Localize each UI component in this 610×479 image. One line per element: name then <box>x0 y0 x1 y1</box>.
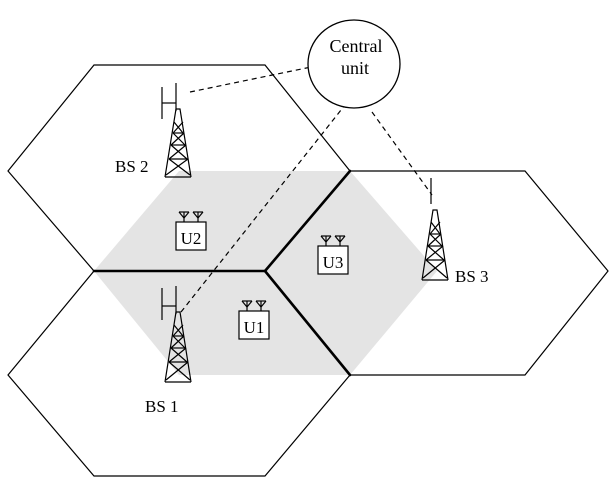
u2-label: U2 <box>181 229 202 248</box>
u1-device-icon <box>238 300 270 340</box>
link-bs1 <box>180 104 346 313</box>
central-unit-label-line2: unit <box>341 58 369 78</box>
central-unit-label-line1: Central <box>330 36 383 56</box>
link-bs3 <box>371 111 433 196</box>
bs2-tower-icon <box>161 83 192 178</box>
u1-label: U1 <box>244 318 265 337</box>
u2-device-icon <box>175 211 207 251</box>
bs2-label: BS 2 <box>115 157 149 176</box>
central-unit: Central unit <box>307 19 401 109</box>
u3-device-icon <box>317 235 349 275</box>
backhaul-links <box>180 65 433 313</box>
link-bs2 <box>189 65 317 93</box>
sector-boundaries <box>92 169 352 377</box>
bs3-tower-icon <box>421 178 449 281</box>
u3-label: U3 <box>323 253 344 272</box>
bs3-label: BS 3 <box>455 267 489 286</box>
bs1-label: BS 1 <box>145 397 179 416</box>
bs1-tower-icon <box>161 286 192 383</box>
